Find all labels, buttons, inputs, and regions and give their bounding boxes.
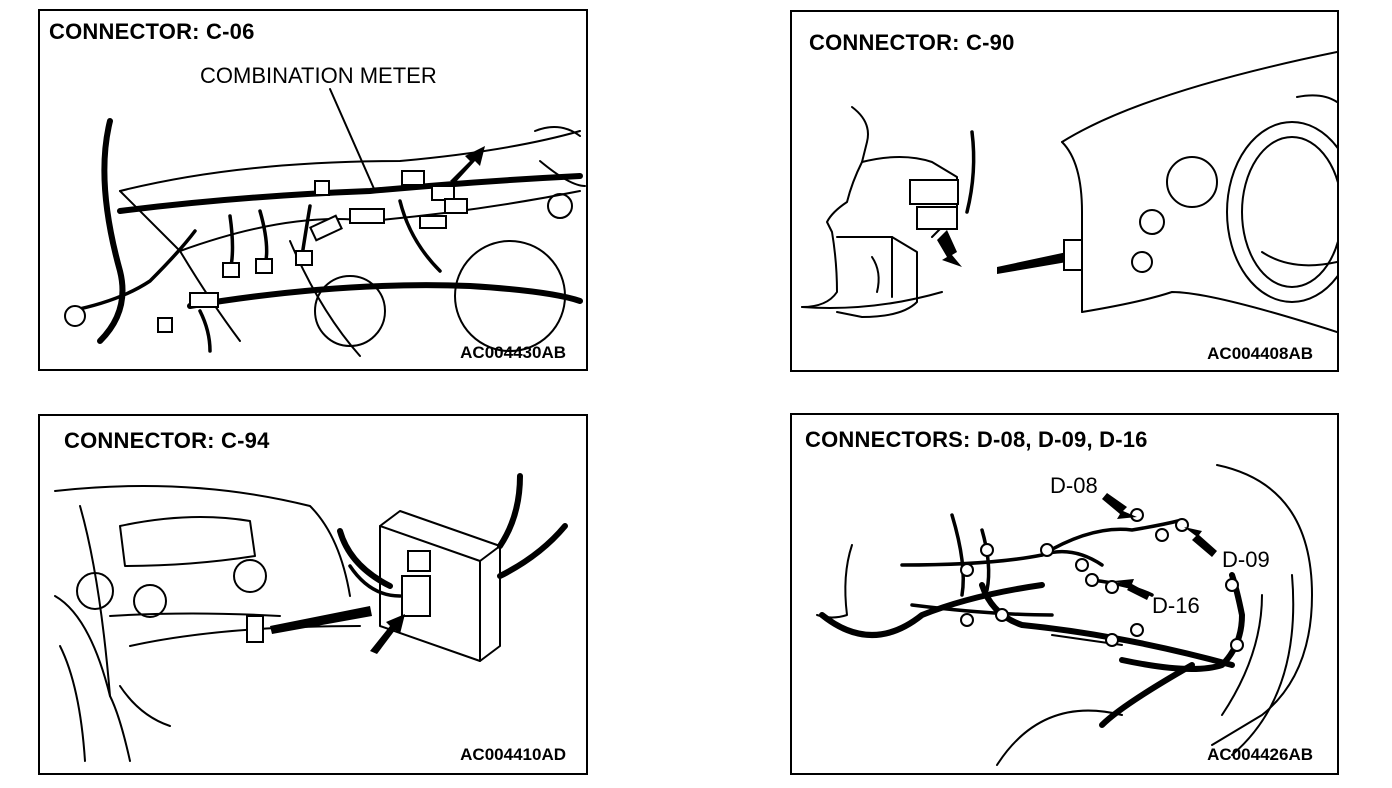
panel-connector-c-94: CONNECTOR: C-94 AC004410AD bbox=[38, 414, 588, 775]
module-and-dashboard-illustration bbox=[801, 51, 1337, 333]
panel-connector-c-90: CONNECTOR: C-90 AC004408AB bbox=[790, 10, 1339, 372]
panel-title: CONNECTORS: D-08, D-09, D-16 bbox=[805, 427, 1148, 452]
combination-meter-label: COMBINATION METER bbox=[200, 63, 437, 88]
panel-title: CONNECTOR: C-06 bbox=[49, 19, 255, 44]
label-d-09: D-09 bbox=[1222, 547, 1270, 572]
panel-connectors-d-08-d-09-d-16: CONNECTORS: D-08, D-09, D-16 D-08 D-09 D… bbox=[790, 413, 1339, 775]
relay-box-illustration bbox=[54, 473, 568, 762]
panel-title: CONNECTOR: C-94 bbox=[64, 428, 270, 453]
figure-code: AC004426AB bbox=[1207, 745, 1313, 764]
figure-code: AC004430AB bbox=[460, 343, 566, 362]
figure-code: AC004408AB bbox=[1207, 344, 1313, 363]
panel-connector-c-06: CONNECTOR: C-06 COMBINATION METER bbox=[38, 9, 588, 371]
panel-title: CONNECTOR: C-90 bbox=[809, 30, 1015, 55]
dashboard-wiring-illustration bbox=[64, 88, 586, 357]
figure-code: AC004410AD bbox=[460, 745, 566, 764]
floor-harness-illustration bbox=[816, 464, 1313, 766]
label-d-08: D-08 bbox=[1050, 473, 1098, 498]
label-d-16: D-16 bbox=[1152, 593, 1200, 618]
